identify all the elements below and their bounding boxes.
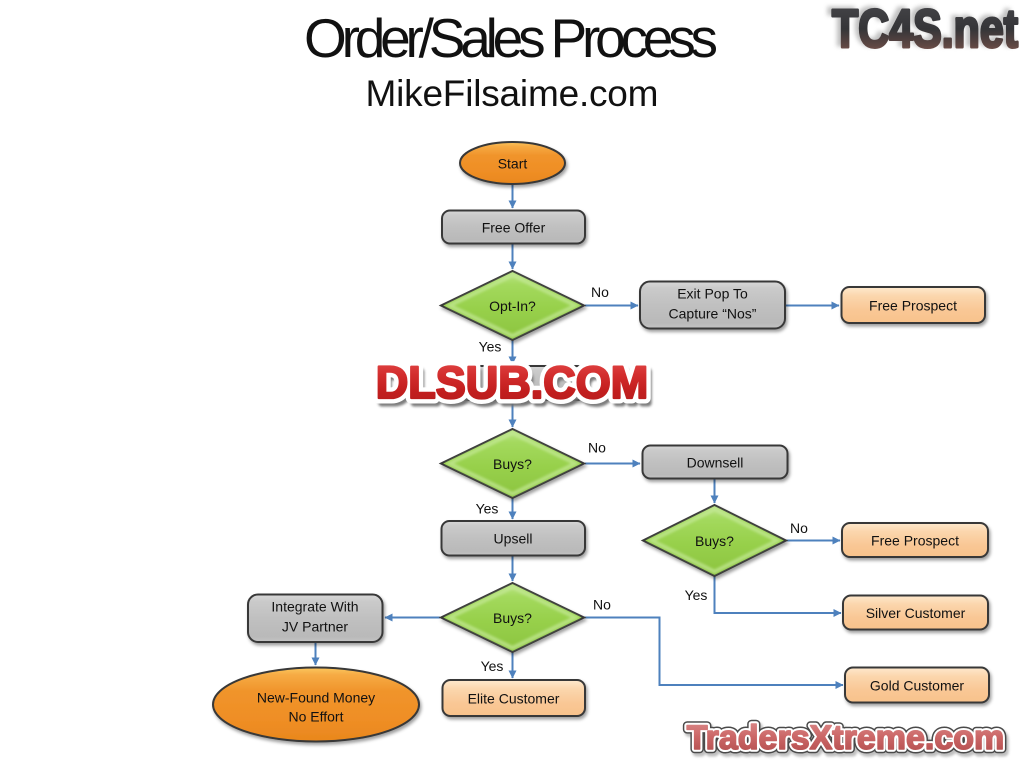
svg-text:No: No (790, 520, 808, 536)
svg-text:Buys?: Buys? (493, 456, 532, 472)
svg-text:JV Partner: JV Partner (282, 619, 348, 635)
svg-text:TradersXtreme.com: TradersXtreme.com (689, 722, 1007, 760)
svg-text:Order/Sales Process: Order/Sales Process (304, 7, 718, 69)
svg-text:Opt-In?: Opt-In? (489, 298, 536, 314)
svg-text:Yes: Yes (479, 339, 502, 355)
svg-text:Buys?: Buys? (493, 610, 532, 626)
svg-text:TC4S.net: TC4S.net (828, 0, 1014, 57)
svg-text:Yes: Yes (685, 587, 708, 603)
svg-text:Upsell: Upsell (494, 531, 533, 547)
svg-text:Start: Start (498, 156, 528, 172)
svg-text:Downsell: Downsell (687, 455, 744, 471)
svg-text:New-Found Money: New-Found Money (257, 690, 375, 706)
svg-text:TradersXtreme.com: TradersXtreme.com (687, 719, 1005, 757)
svg-text:TC4S.net: TC4S.net (832, 0, 1018, 59)
svg-text:Free Prospect: Free Prospect (871, 533, 959, 549)
svg-text:Free Offer: Free Offer (482, 220, 546, 236)
svg-text:Gold Customer: Gold Customer (870, 678, 964, 694)
svg-text:Free Prospect: Free Prospect (869, 298, 957, 314)
svg-text:Silver Customer: Silver Customer (866, 605, 966, 621)
svg-text:No: No (591, 284, 609, 300)
svg-text:No Effort: No Effort (289, 709, 344, 725)
svg-text:DLSUB.COM: DLSUB.COM (376, 357, 648, 408)
svg-text:Buys?: Buys? (695, 533, 734, 549)
svg-text:Integrate With: Integrate With (271, 599, 358, 615)
svg-text:Yes: Yes (481, 658, 504, 674)
svg-text:Elite Customer: Elite Customer (468, 691, 560, 707)
svg-text:MikeFilsaime.com: MikeFilsaime.com (366, 73, 659, 114)
svg-text:Exit Pop To: Exit Pop To (677, 286, 748, 302)
svg-text:TradersXtreme.com: TradersXtreme.com (687, 719, 1005, 757)
svg-text:TradersXtreme.com: TradersXtreme.com (687, 719, 1005, 757)
svg-text:No: No (593, 597, 611, 613)
svg-text:DLSUB.COM: DLSUB.COM (379, 362, 651, 413)
svg-text:DLSUB.COM: DLSUB.COM (376, 357, 648, 408)
svg-text:Yes: Yes (476, 501, 499, 517)
svg-text:No: No (588, 440, 606, 456)
svg-text:Capture “Nos”: Capture “Nos” (669, 306, 757, 322)
